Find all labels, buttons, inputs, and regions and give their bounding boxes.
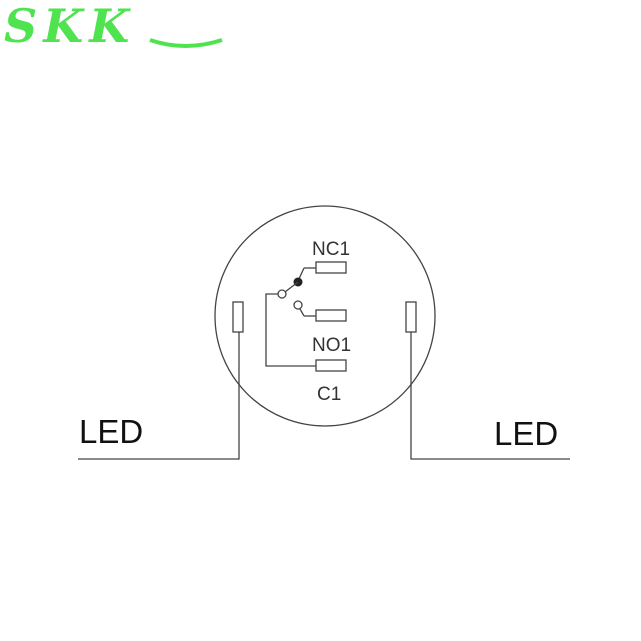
led-pin-left: [232, 301, 244, 333]
led-label-left: LED: [79, 413, 143, 450]
no-terminal: [315, 309, 347, 322]
led-pin-right: [405, 301, 417, 333]
brand-logo-swoosh: [149, 38, 223, 48]
switch-body-circle: [214, 205, 436, 427]
common-terminal: [315, 359, 347, 372]
common-wire: [265, 293, 316, 367]
led-wire-left: [78, 332, 240, 460]
no-link-diag: [299, 308, 305, 317]
switch-wiper: [284, 281, 299, 293]
no-label: NO1: [312, 335, 351, 356]
no-contact-point: [293, 300, 303, 310]
nc-label: NC1: [312, 239, 350, 260]
common-label: C1: [317, 384, 341, 405]
common-pivot: [277, 289, 287, 299]
nc-terminal: [315, 261, 347, 274]
brand-logo: SKK: [4, 0, 135, 53]
led-label-right: LED: [494, 415, 558, 452]
led-wire-right: [410, 332, 570, 460]
